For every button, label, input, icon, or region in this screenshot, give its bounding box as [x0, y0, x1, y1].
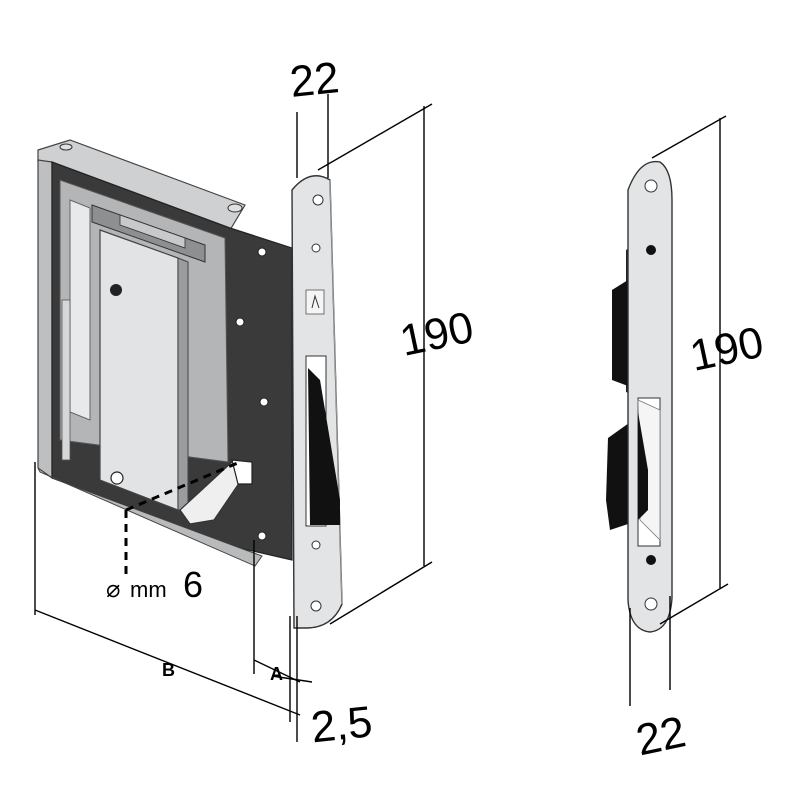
dim-left-width: 22 — [288, 53, 342, 107]
hole-axis-line — [125, 460, 241, 512]
dim-thickness: 2,5 — [309, 697, 375, 752]
brand-logo — [305, 289, 325, 315]
dim-right-height: 190 — [686, 318, 768, 381]
diameter-unit: mm — [130, 577, 167, 602]
lock-body — [37, 139, 293, 567]
dim-label-a: A — [270, 664, 283, 684]
dim-label-b: B — [162, 660, 175, 680]
dimension-lines-right — [629, 115, 729, 706]
hole-diameter-label: ⌀ mm 6 — [106, 564, 203, 605]
dim-right-width: 22 — [632, 707, 690, 765]
diameter-symbol: ⌀ — [106, 576, 120, 603]
dim-left-height: 190 — [396, 303, 478, 366]
faceplate-right — [606, 160, 673, 633]
latch-bolt-left — [308, 368, 340, 525]
dimension-lines-left — [34, 94, 433, 742]
faceplate-left — [291, 175, 343, 629]
strike-edge — [638, 412, 648, 520]
diameter-value: 6 — [183, 564, 203, 605]
